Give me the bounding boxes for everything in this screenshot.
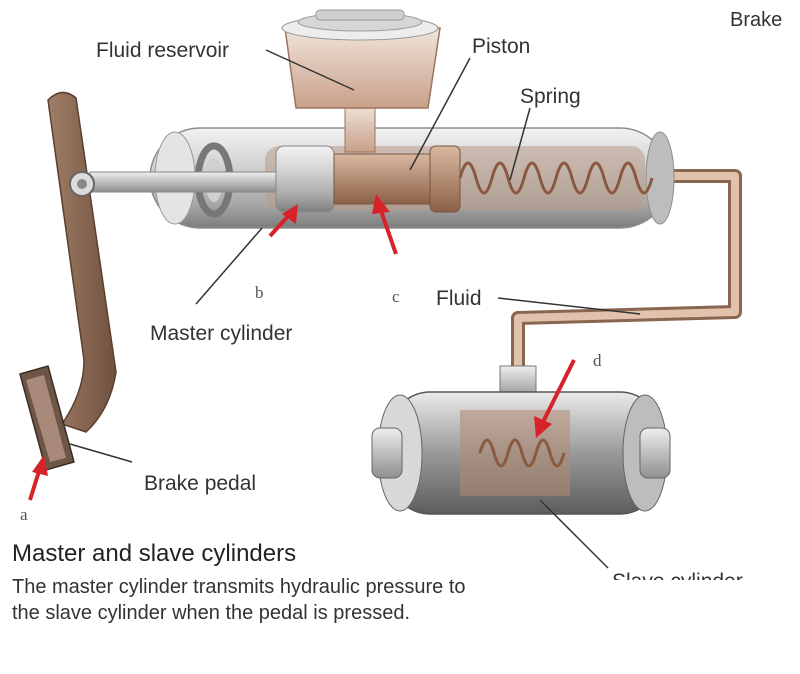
push-rod	[89, 171, 281, 193]
pressure-arrows	[28, 194, 576, 501]
label-master-cylinder: Master cylinder	[150, 322, 292, 345]
arrow-a	[28, 455, 48, 501]
label-fluid: Fluid	[436, 287, 482, 310]
spring	[458, 161, 654, 195]
brake-pedal-pad	[19, 365, 75, 471]
label-slave-cylinder-clip: Slave cylinder	[612, 570, 743, 593]
label-piston: Piston	[472, 35, 530, 58]
label-slave-cylinder: Slave cylinder	[612, 570, 743, 593]
leader-lines	[69, 49, 641, 569]
marker-b: b	[255, 283, 264, 302]
slave-cylinder	[371, 365, 671, 515]
marker-a: a	[20, 505, 28, 524]
arrow-b	[268, 204, 298, 238]
label-spring: Spring	[520, 85, 581, 108]
piston-assembly	[275, 145, 461, 213]
caption: Master and slave cylinders The master cy…	[12, 540, 492, 626]
fluid-reservoir	[281, 9, 441, 153]
caption-title: Master and slave cylinders	[12, 540, 297, 567]
label-brake-pedal: Brake pedal	[144, 472, 256, 495]
brake-pedal-arm	[47, 91, 117, 433]
fluid-pipe	[511, 169, 742, 372]
label-brake-corner: Brake	[730, 9, 782, 31]
caption-body: The master cylinder transmits hydraulic …	[12, 575, 466, 624]
arrow-c	[372, 194, 398, 255]
marker-d: d	[593, 351, 602, 370]
marker-c: c	[392, 287, 400, 306]
label-fluid-reservoir: Fluid reservoir	[96, 39, 229, 62]
arrow-d	[534, 359, 576, 438]
